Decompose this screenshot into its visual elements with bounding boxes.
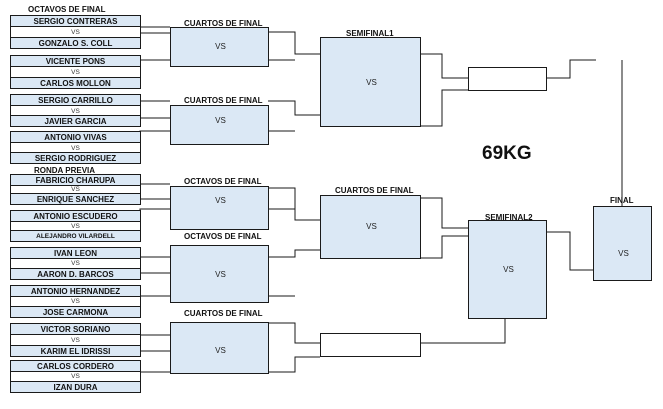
cuartos-match-box: VS [170, 105, 269, 145]
cuartos-label-4: CUARTOS DE FINAL [184, 309, 263, 318]
match-vs: VS [10, 335, 141, 345]
octavos-match-box: VS [170, 186, 269, 230]
octavos-label-2: OCTAVOS DE FINAL [184, 232, 262, 241]
cuartos-match-box: VS [320, 195, 421, 259]
competitor-box: CARLOS CORDERO [10, 360, 141, 372]
final-match-box: VS [593, 206, 652, 281]
cuartos-match-box: VS [170, 322, 269, 374]
competitor-box: JAVIER GARCIA [10, 115, 141, 127]
match-vs: VS [215, 345, 226, 355]
semifinal2-label: SEMIFINAL2 [485, 213, 533, 222]
match-vs: VS [215, 195, 226, 205]
competitor-box: ANTONIO ESCUDERO [10, 210, 141, 222]
competitor-box: IVAN LEON [10, 247, 141, 259]
weight-class-title: 69KG [482, 143, 532, 164]
cuartos-label-2: CUARTOS DE FINAL [184, 96, 263, 105]
competitor-box: VICENTE PONS [10, 55, 141, 67]
competitor-box: SERGIO RODRIGUEZ [10, 152, 141, 164]
competitor-box: KARIM EL IDRISSI [10, 345, 141, 357]
match-vs: VS [10, 143, 141, 153]
semifinal1-label: SEMIFINAL1 [346, 29, 394, 38]
octavos-top-label: OCTAVOS DE FINAL [28, 5, 106, 14]
octavos-label-1: OCTAVOS DE FINAL [184, 177, 262, 186]
match-vs: VS [503, 264, 514, 274]
semifinal1-match-box: VS [320, 37, 421, 127]
match-vs: VS [10, 372, 141, 381]
cuartos-label-1: CUARTOS DE FINAL [184, 19, 263, 28]
competitor-box: IZAN DURA [10, 381, 141, 393]
final-label: FINAL [610, 196, 634, 205]
competitor-box: SERGIO CONTRERAS [10, 15, 141, 27]
competitor-box: CARLOS MOLLON [10, 77, 141, 89]
match-vs: VS [10, 297, 141, 306]
match-vs: VS [215, 269, 226, 279]
competitor-box: ANTONIO HERNANDEZ [10, 285, 141, 297]
match-vs: VS [215, 41, 226, 51]
semifinal2-match-box: VS [468, 220, 547, 319]
competitor-box: AARON D. BARCOS [10, 268, 141, 280]
match-vs: VS [10, 186, 141, 193]
competitor-box: FABRICIO CHARUPA [10, 174, 141, 186]
ronda-previa-label: RONDA PREVIA [34, 166, 96, 175]
competitor-box: SERGIO CARRILLO [10, 94, 141, 106]
match-vs: VS [10, 106, 141, 116]
match-vs: VS [618, 248, 629, 258]
competitor-box: ALEJANDRO VILARDELL [10, 230, 141, 242]
octavos-match-box: VS [170, 245, 269, 303]
match-vs: VS [10, 67, 141, 77]
cuartos-label-3: CUARTOS DE FINAL [335, 186, 414, 195]
match-vs: VS [10, 222, 141, 230]
match-vs: VS [215, 115, 226, 125]
competitor-box: JOSE CARMONA [10, 306, 141, 318]
competitor-box: ENRIQUE SANCHEZ [10, 193, 141, 205]
cuartos-match-box: VS [170, 27, 269, 67]
competitor-box: GONZALO S. COLL [10, 37, 141, 49]
competitor-box: ANTONIO VIVAS [10, 131, 141, 143]
match-vs: VS [10, 27, 141, 37]
competitor-box: VICTOR SORIANO [10, 323, 141, 335]
match-vs: VS [10, 259, 141, 268]
match-vs: VS [366, 77, 377, 87]
semifinal1-winner-box [468, 67, 547, 91]
match-vs: VS [366, 221, 377, 231]
cuartos-winner-box [320, 333, 421, 357]
